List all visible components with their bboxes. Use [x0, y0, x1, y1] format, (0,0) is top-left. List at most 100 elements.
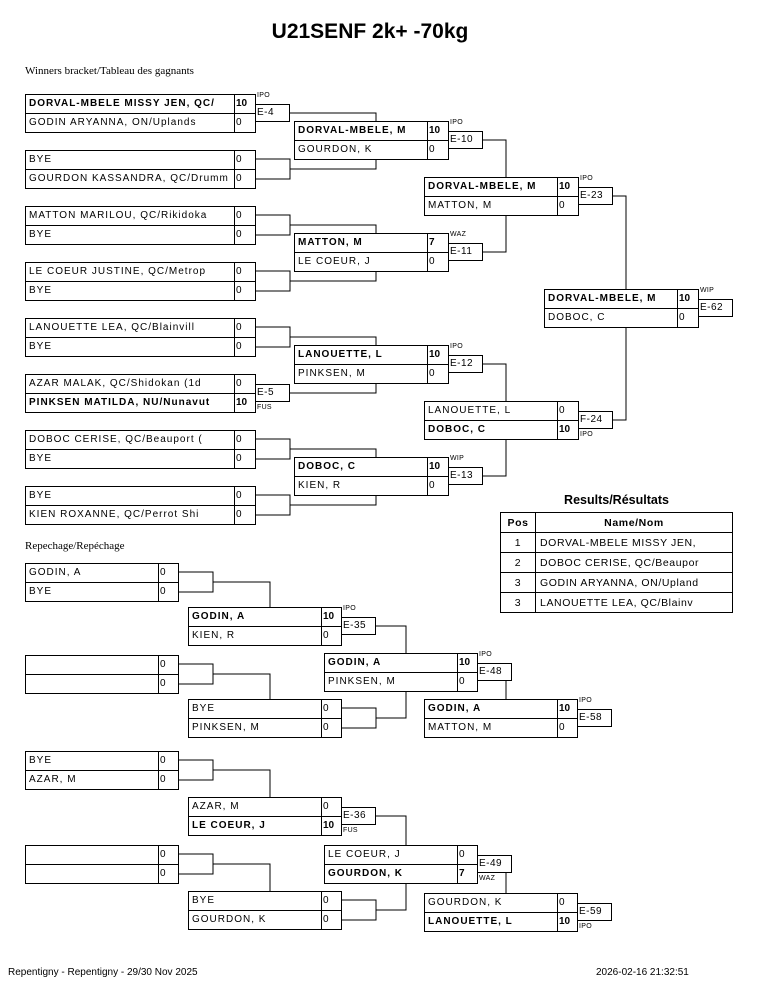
competitor-score: 0: [457, 846, 465, 864]
match-number: F-24: [578, 411, 613, 429]
competitor-name: LE COEUR JUSTINE, QC/Metrop: [29, 266, 207, 277]
competitor-row[interactable]: 0: [26, 675, 178, 694]
competitor-score: 10: [234, 95, 247, 113]
competitor-score: 10: [557, 178, 570, 196]
competitor-score: 0: [158, 846, 166, 864]
match-number: E-11: [448, 243, 483, 261]
connector-line: [342, 707, 377, 729]
competitor-name: DOBOC, C: [548, 312, 606, 323]
match-number: E-12: [448, 355, 483, 373]
competitor-row[interactable]: 0: [26, 656, 178, 675]
competitor-name: MATTON MARILOU, QC/Rikidoka: [29, 210, 208, 221]
competitor-score: 0: [158, 675, 166, 694]
competitor-score: 0: [158, 583, 166, 602]
competitor-name: GODIN, A: [328, 657, 382, 668]
competitor-row[interactable]: DORVAL-MBELE MISSY JEN, QC/10: [26, 95, 255, 114]
competitor-name: BYE: [29, 453, 53, 464]
competitor-row[interactable]: 0: [26, 846, 178, 865]
connector-line: [256, 270, 291, 292]
competitor-row[interactable]: DOBOC CERISE, QC/Beauport (0: [26, 431, 255, 450]
competitor-score: 0: [234, 506, 242, 525]
competitor-row[interactable]: 0: [26, 865, 178, 884]
competitor-name: GODIN, A: [29, 567, 82, 578]
competitor-name: BYE: [29, 341, 53, 352]
